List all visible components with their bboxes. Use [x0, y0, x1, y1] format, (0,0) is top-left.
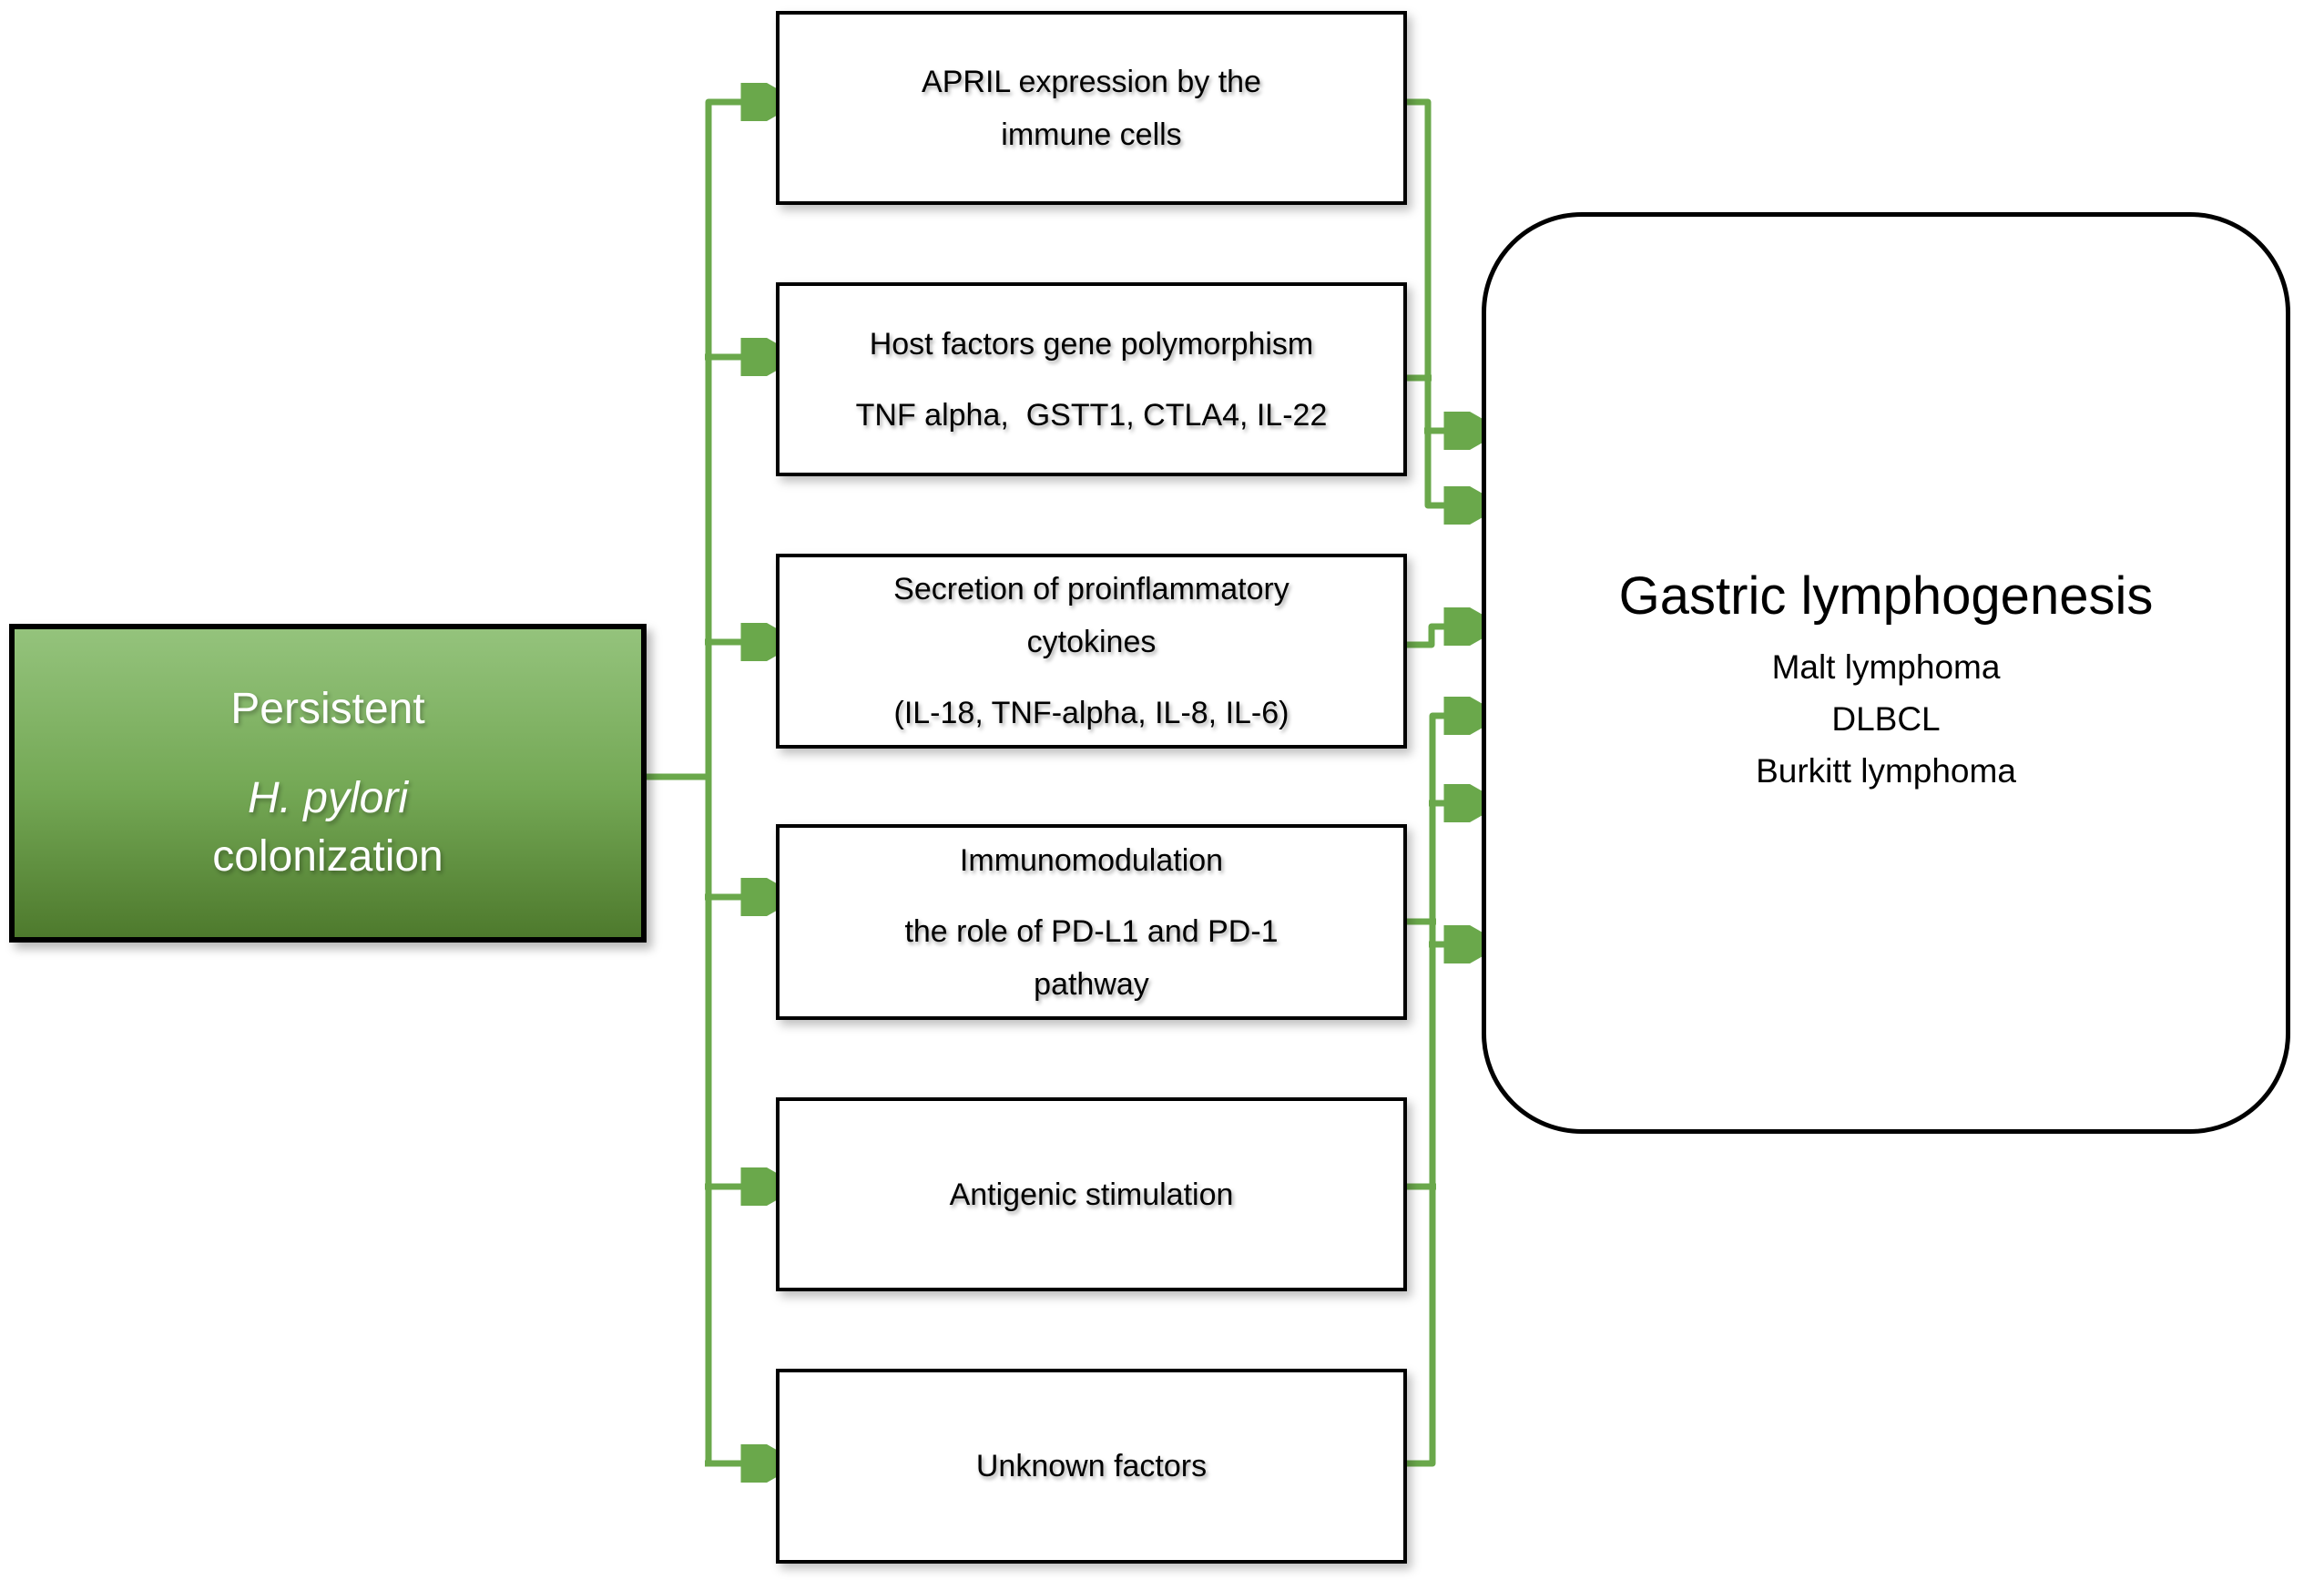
factor-text-group: Unknown factors [976, 1440, 1207, 1493]
factor-line: TNF alpha, GSTT1, CTLA4, IL-22 [855, 397, 1328, 433]
persistent-hpylori-box: Persistent H. pylori colonization [9, 624, 647, 943]
connector-april-spine-arrow [1407, 98, 1473, 505]
factor-text-group: (IL-18, TNF-alpha, IL-8, IL-6) [894, 687, 1289, 739]
outcome-subtype-malt-lymphoma: Malt lymphoma [1771, 648, 2001, 686]
factor-text-group: TNF alpha, GSTT1, CTLA4, IL-22 [856, 389, 1328, 442]
connector-left-spine-top-arrow [705, 102, 770, 1463]
factor-line: (IL-18, TNF-alpha, IL-8, IL-6) [893, 696, 1289, 730]
factor-line: immune cells [1001, 117, 1182, 152]
factor-line: Antigenic stimulation [949, 1177, 1234, 1212]
factor-box-antigenic-stimulation: Antigenic stimulation [776, 1097, 1407, 1291]
outcome-title: Gastric lymphogenesis [1618, 566, 2154, 626]
outcome-subtype-dlbcl: DLBCL [1831, 700, 1941, 738]
factor-text-group: the role of PD-L1 and PD-1 pathway [904, 905, 1278, 1011]
source-line-persistent: Persistent [230, 685, 425, 733]
factor-line: Unknown factors [975, 1449, 1208, 1483]
factor-line: Secretion of proinflammatory [893, 572, 1289, 607]
source-line-hpylori: H. pylori [247, 774, 409, 822]
factor-line: the role of PD-L1 and PD-1 [904, 913, 1279, 949]
factor-line: APRIL expression by the [922, 64, 1261, 99]
factor-line: Immunomodulation [959, 842, 1224, 878]
factor-text-group: Immunomodulation [960, 834, 1223, 887]
factor-box-april-expression: APRIL expression by the immune cells [776, 11, 1407, 205]
factor-text-group: Antigenic stimulation [950, 1168, 1234, 1221]
factor-line: cytokines [1026, 625, 1157, 659]
factor-text-group: Host factors gene polymorphism [870, 318, 1314, 371]
connector-cytokines-arrow [1407, 627, 1473, 648]
factor-box-unknown-factors: Unknown factors [776, 1369, 1407, 1564]
factor-line: pathway [1034, 966, 1149, 1002]
source-line-colonization: colonization [212, 832, 443, 881]
factor-box-proinflammatory-cytokines: Secretion of proinflammatory cytokines (… [776, 554, 1407, 749]
factor-box-immunomodulation: Immunomodulation the role of PD-L1 and P… [776, 824, 1407, 1020]
outcome-subtype-burkitt-lymphoma: Burkitt lymphoma [1756, 752, 2016, 790]
factor-line: Host factors gene polymorphism [869, 326, 1314, 362]
connector-lower-spine-top-arrow [1407, 716, 1473, 1467]
factor-box-host-factors-gene-polymorphism: Host factors gene polymorphism TNF alpha… [776, 282, 1407, 476]
factor-text-group: Secretion of proinflammatory cytokines [893, 563, 1289, 668]
outcome-subtypes: Malt lymphoma DLBCL Burkitt lymphoma [1756, 641, 2016, 797]
gastric-lymphogenesis-box: Gastric lymphogenesis Malt lymphoma DLBC… [1482, 212, 2290, 1134]
factor-text-group: APRIL expression by the immune cells [922, 56, 1261, 161]
